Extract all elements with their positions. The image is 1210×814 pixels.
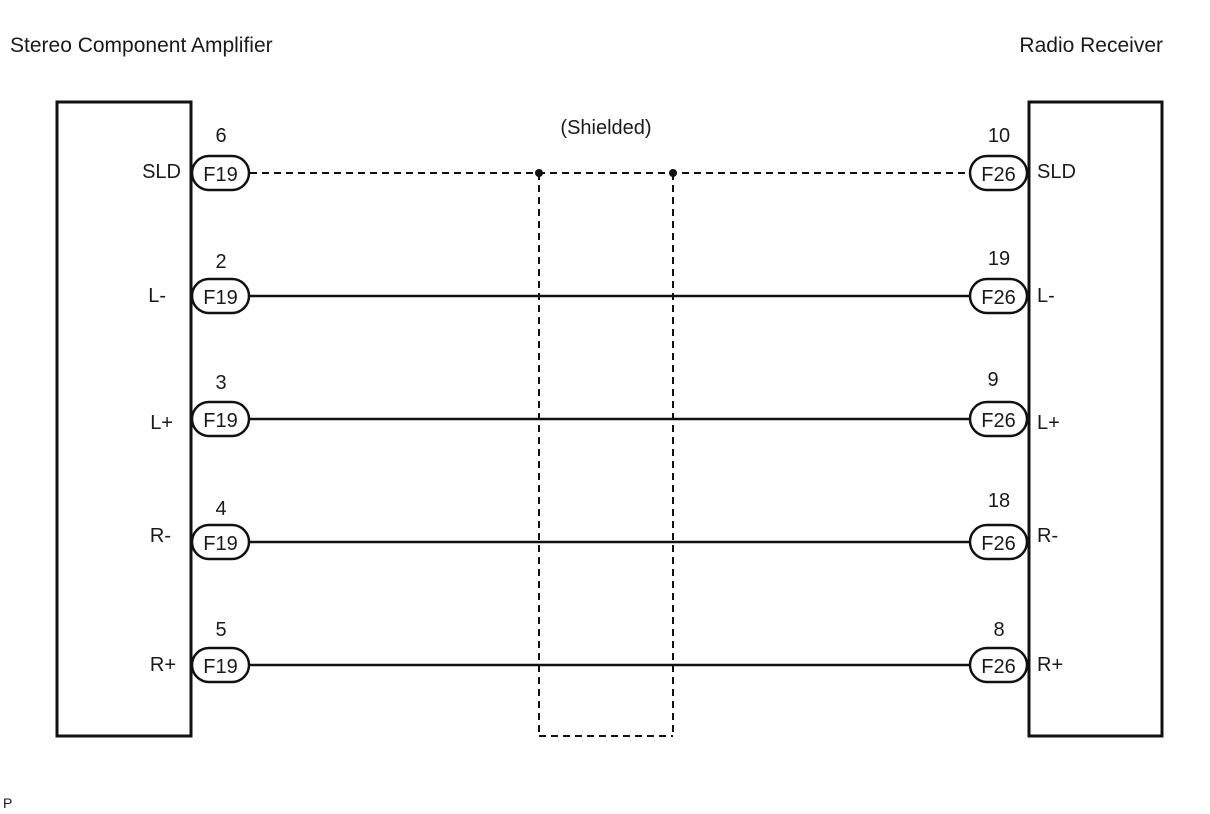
right-pin-number: 9	[987, 369, 998, 391]
right-signal-label: L+	[1037, 412, 1060, 434]
right-connector-pill	[968, 523, 1029, 561]
right-connector-label: F26	[981, 164, 1015, 186]
left-signal-label: L+	[150, 412, 173, 434]
left-component-title: Stereo Component Amplifier	[10, 34, 273, 57]
right-signal-label: R-	[1037, 525, 1058, 547]
left-connector-label: F19	[203, 287, 237, 309]
right-connector-label: F26	[981, 287, 1015, 309]
wire-l-minus: L- 2 F19 F26 19 L-	[148, 248, 1055, 315]
left-connector-pill	[190, 400, 251, 438]
right-component-box	[1027, 100, 1164, 738]
right-signal-label: SLD	[1037, 161, 1076, 183]
left-connector-label: F19	[203, 533, 237, 555]
shield-enclosure	[535, 169, 677, 737]
wire-l-plus: L+ 3 F19 F26 9 L+	[150, 369, 1060, 438]
left-signal-label: R+	[150, 654, 176, 676]
footer-code: P	[3, 795, 12, 811]
left-connector-pill	[190, 277, 251, 315]
left-pin-number: 4	[215, 498, 226, 520]
left-pin-number: 3	[215, 372, 226, 394]
right-connector-pill	[968, 277, 1029, 315]
right-signal-label: L-	[1037, 285, 1055, 307]
left-component-box	[55, 100, 193, 738]
right-connector-pill	[968, 154, 1029, 192]
right-pin-number: 10	[988, 125, 1010, 147]
right-pin-number: 8	[993, 619, 1004, 641]
left-connector-pill	[190, 646, 251, 684]
right-pin-number: 18	[988, 490, 1010, 512]
right-connector-pill	[968, 646, 1029, 684]
left-pin-number: 5	[215, 619, 226, 641]
right-signal-label: R+	[1037, 654, 1063, 676]
wire-r-plus: R+ 5 F19 F26 8 R+	[150, 619, 1063, 684]
left-connector-label: F19	[203, 164, 237, 186]
right-connector-label: F26	[981, 533, 1015, 555]
left-signal-label: L-	[148, 285, 166, 307]
left-pin-number: 6	[215, 125, 226, 147]
left-connector-pill	[190, 523, 251, 561]
wire-r-minus: R- 4 F19 F26 18 R-	[150, 490, 1058, 561]
right-pin-number: 19	[988, 248, 1010, 270]
left-signal-label: R-	[150, 525, 171, 547]
left-connector-label: F19	[203, 656, 237, 678]
right-connector-label: F26	[981, 656, 1015, 678]
left-pin-number: 2	[215, 251, 226, 273]
shield-label: (Shielded)	[560, 117, 651, 139]
wire-sld: SLD 6 F19 F26 10 SLD	[142, 125, 1076, 192]
left-connector-label: F19	[203, 410, 237, 432]
right-connector-pill	[968, 400, 1029, 438]
right-component-title: Radio Receiver	[1019, 34, 1163, 57]
left-signal-label: SLD	[142, 161, 181, 183]
right-connector-label: F26	[981, 410, 1015, 432]
left-connector-pill	[190, 154, 251, 192]
